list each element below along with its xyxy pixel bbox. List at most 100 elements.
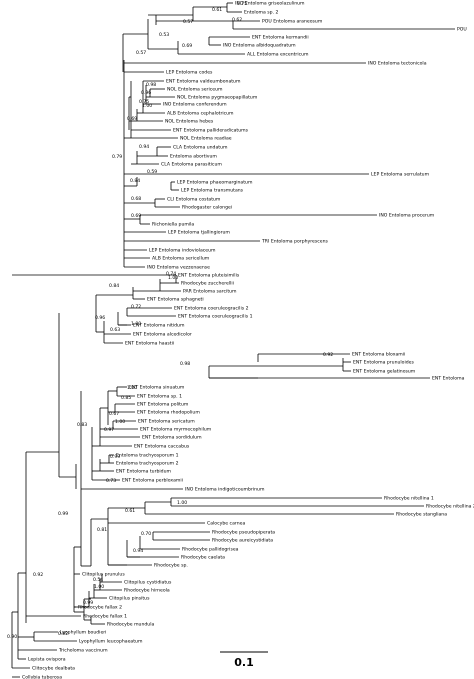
taxon-label: ENT Entoloma perbloxamii	[122, 478, 183, 484]
support-value: 0.97	[104, 427, 114, 433]
support-value: 0.84	[130, 178, 140, 184]
support-value: 0.54	[93, 577, 103, 583]
taxon-label: LEP Entoloma transmutans	[181, 188, 244, 194]
taxon-label: NOL Entoloma pygmaeopapillatum	[177, 95, 258, 101]
support-value: 0.57	[183, 19, 193, 25]
taxon-label: CLA Entoloma parasiticum	[161, 162, 222, 168]
taxon-label: Rhodocybe fallax 1	[83, 614, 127, 620]
support-value: 0.70	[141, 531, 151, 537]
support-value: 0.98	[180, 361, 190, 367]
taxon-label: INO Entoloma albidoquadratum	[223, 43, 296, 49]
taxon-label: ENT Entoloma sordidulum	[142, 435, 202, 441]
taxon-label: Rhodocybe nitellina 2	[426, 504, 474, 510]
support-value: 0.69	[131, 213, 141, 219]
taxon-label: Rhodocybe mundula	[107, 622, 154, 628]
support-value: 0.79	[112, 154, 122, 160]
taxon-label: ENT Entoloma sp. 1	[137, 394, 182, 400]
taxon-label: INO Entoloma indigoticoumbrinum	[185, 487, 265, 493]
taxon-label: Entoloma abortivum	[170, 154, 217, 160]
taxon-label: LEP Entoloma serrulatum	[371, 172, 430, 178]
support-value: 0.73	[106, 478, 116, 484]
taxon-label: INO Entoloma tectonicola	[368, 61, 427, 67]
taxon-label: LEP Entoloma phaeomarginatum	[177, 180, 253, 186]
support-value: 0.96	[141, 90, 151, 96]
taxon-label: ENT Entoloma sericatum	[138, 419, 195, 425]
support-value: 0.53	[159, 32, 169, 38]
support-value: 0.83	[77, 422, 87, 428]
taxon-label: NOL Entoloma sericeum	[167, 87, 223, 93]
taxon-label: ENT Entoloma gelatinosum	[353, 369, 416, 375]
taxon-label: Richoniella pumila	[152, 222, 194, 228]
support-value: 1.00	[94, 584, 104, 590]
taxon-label: Rhodocybe caelata	[181, 555, 225, 561]
tree-branches	[11, 2, 455, 678]
taxon-label: Clitopilus cystidiatus	[124, 580, 172, 586]
taxon-label: CLA Entoloma undatum	[173, 145, 228, 151]
taxon-label: ENT Entoloma sphagneti	[147, 297, 204, 303]
support-value: 0.63	[110, 327, 120, 333]
taxon-label: ENT Entoloma sinuatum	[129, 385, 185, 391]
support-value: 0.92	[323, 352, 333, 358]
support-value: 0.75	[237, 1, 247, 7]
taxon-label: ENT Entoloma coeruleogracilis 1	[178, 314, 253, 320]
taxon-label: ENT Entoloma haastii	[125, 341, 174, 347]
taxon-label: ENT Entoloma politum	[137, 402, 189, 408]
taxon-label: Collybia tuberosa	[22, 675, 62, 679]
support-value: 0.96	[95, 315, 105, 321]
taxon-label: LEP Entoloma codes	[166, 70, 213, 76]
support-value: 0.90	[7, 634, 17, 640]
taxon-label: Lyophyllum boudieri	[60, 630, 106, 636]
taxon-label: Rhodocybe pseudopiperata	[212, 530, 275, 536]
support-value: 0.99	[58, 511, 68, 517]
taxon-label: Rhodocybe pallidogrisea	[182, 547, 239, 553]
support-value: 0.68	[131, 196, 141, 202]
taxon-label: ENT Entoloma valdeumbonatum	[166, 79, 241, 85]
taxon-label: ENT Entoloma turbidum	[116, 469, 171, 475]
support-value: 0.69	[127, 116, 137, 122]
taxon-label: TRI Entoloma porphyrescens	[261, 239, 329, 245]
taxon-label: ENT Entoloma pallideradicatums	[173, 128, 249, 134]
taxon-label: ENT Entoloma prunuloides	[353, 360, 415, 366]
taxon-label: ENT Entoloma	[432, 376, 465, 382]
taxon-label: ENT Entoloma bloxamii	[352, 352, 405, 358]
support-value: 0.61	[212, 7, 222, 13]
taxon-label: LEP Entoloma tjallingiorum	[168, 230, 230, 236]
support-value: 0.74	[166, 271, 176, 277]
taxon-label: ENT Entoloma pluteisimilis	[178, 273, 240, 279]
taxon-label: ENT Entoloma myrmecophilum	[140, 427, 212, 433]
taxon-label: ALB Entoloma cephalotricum	[167, 111, 234, 117]
taxon-label: INO Entoloma griseolazulinum	[235, 1, 305, 7]
taxon-label: CLI Entoloma costatum	[167, 197, 221, 203]
taxon-label: Clitopilus pinsitus	[109, 596, 150, 602]
taxon-label: NOL Entoloma hebes	[165, 119, 214, 125]
taxon-label: POU	[457, 27, 467, 33]
scale-bar-label: 0.1	[234, 656, 254, 669]
support-value: 0.99	[83, 600, 93, 606]
taxon-label: ENT Entoloma rhodopolium	[137, 410, 200, 416]
support-value: 1.00	[115, 419, 125, 425]
taxon-label: Clitocybe dealbata	[32, 666, 75, 672]
taxon-label: Rhodocybe hirneola	[124, 588, 170, 594]
support-value: 0.69	[182, 43, 192, 49]
support-value: 0.67	[109, 411, 119, 417]
taxon-label: ENT Entoloma alcedicolor	[133, 332, 192, 338]
support-value: 0.92	[58, 631, 68, 637]
taxon-label: Rhodogaster calongei	[182, 205, 232, 211]
taxon-label: ENT Entoloma kermandii	[252, 35, 309, 41]
taxon-label: INO Entoloma procerum	[379, 213, 435, 219]
taxon-label: Rhodocybe zuccherellii	[181, 281, 234, 287]
support-value: 0.62	[232, 17, 242, 23]
taxon-label: POU Entoloma araneosum	[262, 19, 323, 25]
taxon-label: PAR Entoloma sarcitum	[183, 289, 237, 295]
support-value: 1.00	[177, 500, 187, 506]
support-value: 0.85	[121, 395, 131, 401]
taxon-label: Entoloma sp. 2	[244, 10, 278, 16]
taxon-label: ALL Entoloma excentricum	[247, 52, 309, 58]
taxon-label: Rhodocybe fallax 2	[78, 605, 122, 611]
taxon-label: Rhodocybe aureicystidiata	[212, 538, 273, 544]
taxon-label: Clitopilus prunulus	[82, 572, 125, 578]
taxon-label: Entoloma trachyosporum 1	[116, 453, 179, 459]
support-value: 0.57	[136, 50, 146, 56]
